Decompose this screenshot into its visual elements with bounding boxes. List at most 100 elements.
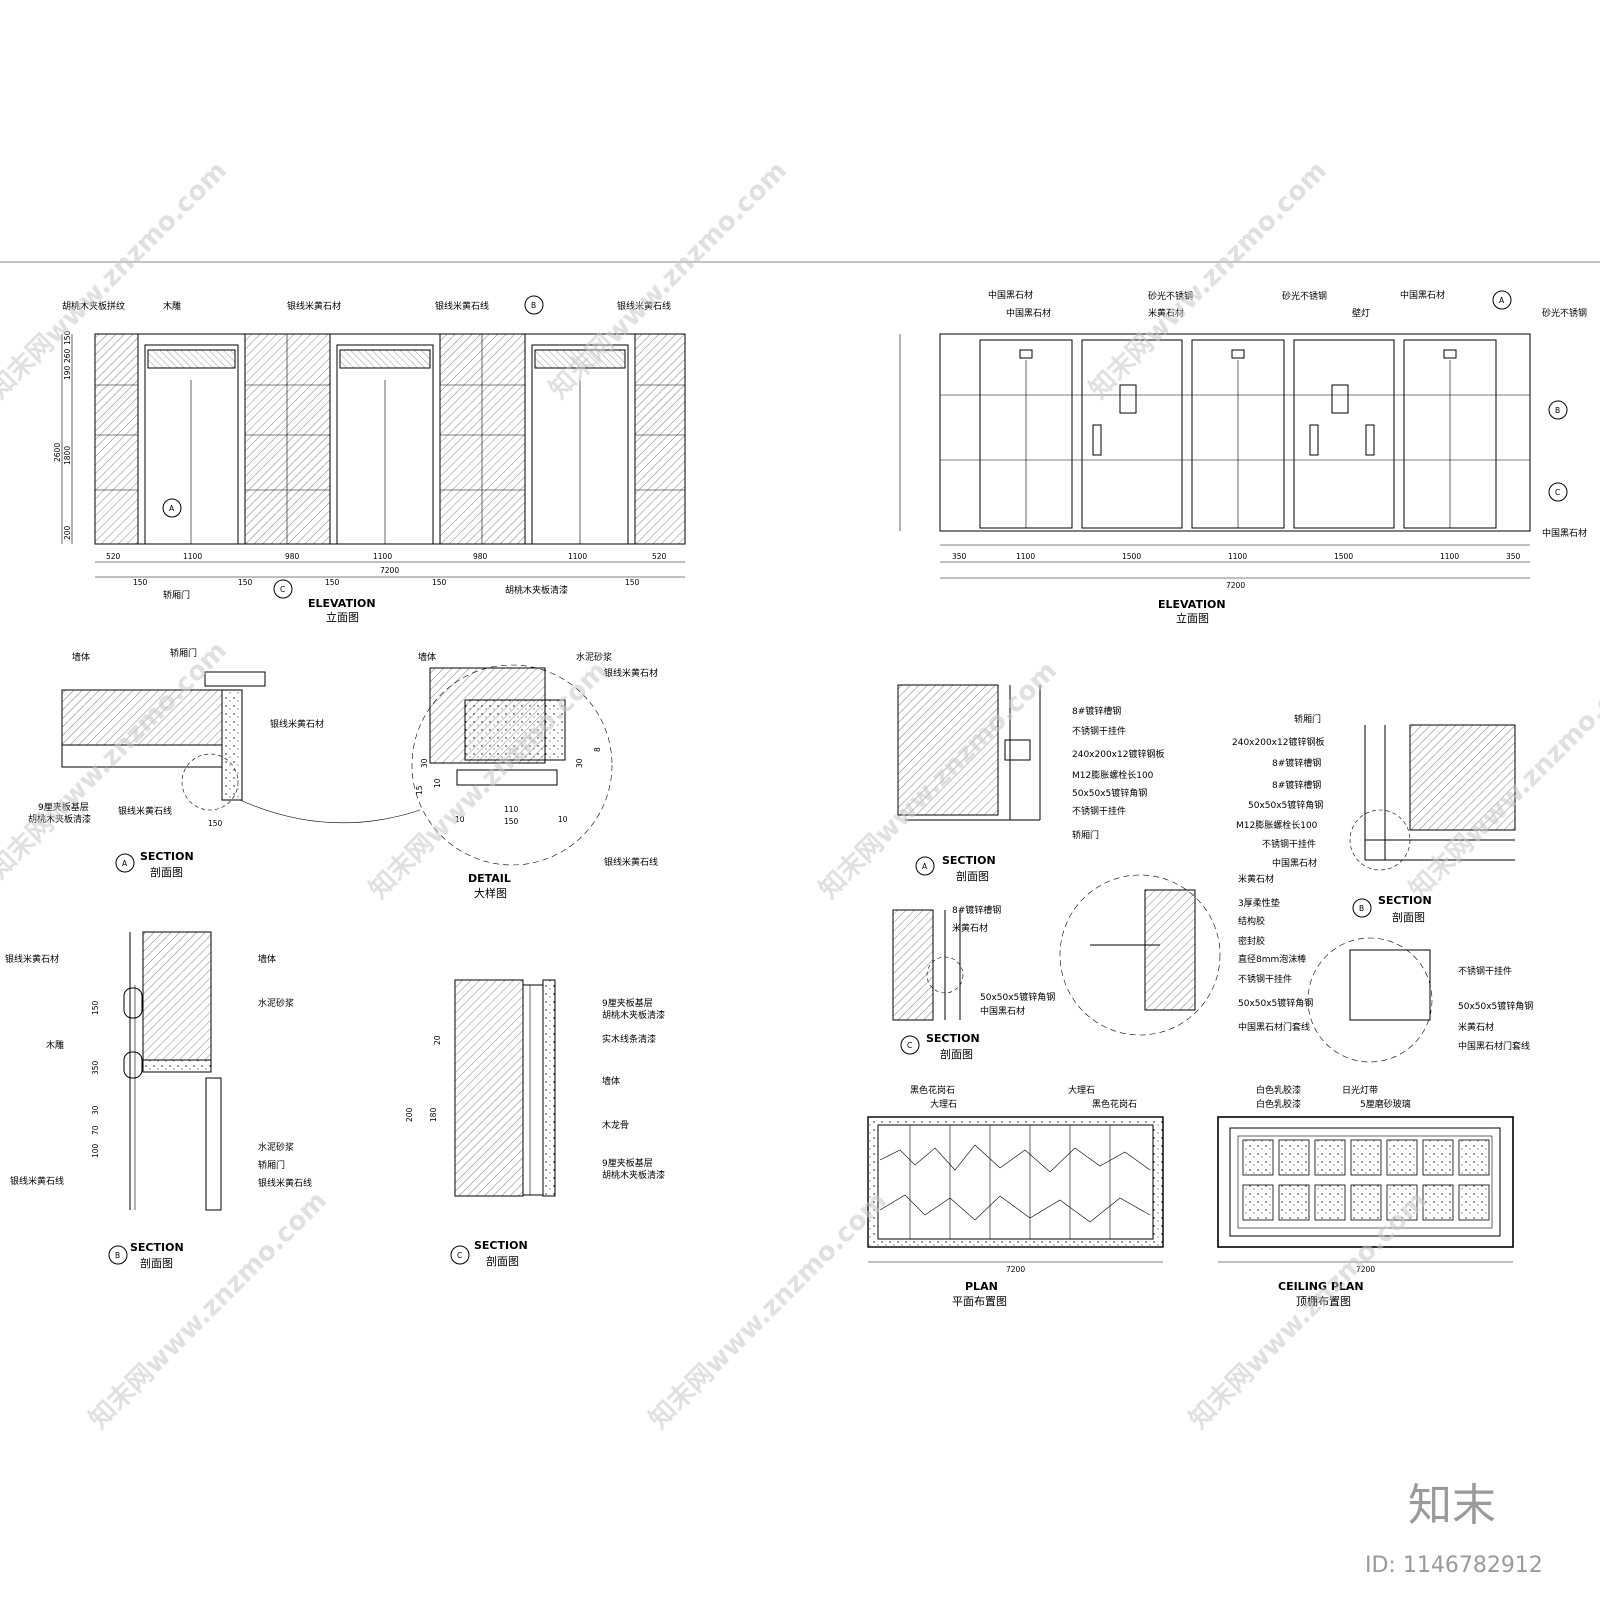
le-side-0: 150 xyxy=(63,330,72,345)
sa-label-4: 胡桃木夹板清漆 xyxy=(28,813,91,825)
plan-dim-total: 7200 xyxy=(1006,1265,1025,1274)
re-label-1: 中国黑石材 xyxy=(1006,307,1051,319)
le-150-3: 150 xyxy=(432,578,447,587)
plan-label-3: 黑色花岗石 xyxy=(1092,1098,1137,1110)
section-c-right xyxy=(892,874,1221,1055)
sc-label-1: 胡桃木夹板清漆 xyxy=(602,1009,665,1021)
le-dim-6: 520 xyxy=(652,552,667,561)
sar-label-4: 50x50x5镀锌角钢 xyxy=(1072,787,1147,799)
sbr-title-cn: 剖面图 xyxy=(1392,910,1425,924)
sb-dim-1: 350 xyxy=(91,1060,100,1075)
sa-label-0: 墙体 xyxy=(72,651,90,663)
le-bottom-0: 轿厢门 xyxy=(163,589,190,601)
le-dim-1: 1100 xyxy=(183,552,202,561)
le-label-4: 银线米黄石线 xyxy=(617,300,671,312)
plan-title-cn: 平面布置图 xyxy=(952,1295,1007,1308)
sc-label-2: 实木线条清漆 xyxy=(602,1033,656,1045)
le-dim-2: 980 xyxy=(285,552,300,561)
plan-label-2: 大理石 xyxy=(1068,1084,1095,1096)
sbr-label-4: 50x50x5镀锌角钢 xyxy=(1248,799,1323,811)
sa-label-3: 9厘夹板基层 xyxy=(38,801,89,813)
watermark-text-8: 知末网www.znzmo.com xyxy=(644,1186,893,1435)
scr-title-en: SECTION xyxy=(926,1032,980,1045)
re-dim-3: 1100 xyxy=(1228,552,1247,561)
sc-dim-1: 200 xyxy=(405,1107,414,1122)
sa-label-1: 轿厢门 xyxy=(170,647,197,659)
le-label-2: 银线米黄石材 xyxy=(287,300,341,312)
re-dim-4: 1500 xyxy=(1334,552,1353,561)
re-dim-1: 1100 xyxy=(1016,552,1035,561)
le-label-1: 木雕 xyxy=(163,300,181,312)
section-c-left xyxy=(450,979,556,1265)
detail-circle xyxy=(239,664,613,866)
sar-label-0: 8#镀锌槽钢 xyxy=(1072,705,1121,717)
dt-dim-0: 30 xyxy=(420,758,429,768)
le-bottom-1: 胡桃木夹板清漆 xyxy=(505,584,568,596)
sb-right-4: 银线米黄石线 xyxy=(258,1177,312,1189)
sar-label-5: 不锈钢干挂件 xyxy=(1072,805,1126,817)
scr-marker: C xyxy=(907,1041,912,1050)
sbr-d2-2: 米黄石材 xyxy=(1458,1021,1494,1033)
scr-title-cn: 剖面图 xyxy=(940,1047,973,1061)
dt-dim-1: 10 xyxy=(433,778,442,788)
dt-dim-6: 10 xyxy=(558,815,568,824)
sc-label-3: 墙体 xyxy=(602,1075,620,1087)
sar-label-6: 轿厢门 xyxy=(1072,829,1099,841)
sa-title-en: SECTION xyxy=(140,850,194,863)
sa-marker: A xyxy=(122,859,128,868)
dt-title-en: DETAIL xyxy=(468,872,511,885)
re-marker-a: A xyxy=(1499,296,1505,305)
scr-d-7: 中国黑石材门套线 xyxy=(1238,1021,1310,1033)
le-label-3: 银线米黄石线 xyxy=(435,300,489,312)
re-label-6: 中国黑石材 xyxy=(1400,289,1445,301)
dt-dim-4: 10 xyxy=(455,815,465,824)
dt-label-3: 银线米黄石线 xyxy=(604,856,658,868)
scr-d-0: 米黄石材 xyxy=(1238,873,1274,885)
znzmo-logo: 知末 xyxy=(1408,1480,1496,1531)
le-title-cn: 立面图 xyxy=(326,610,359,624)
sc-label-5: 9厘夹板基层 xyxy=(602,1157,653,1169)
scr-label-2: 50x50x5镀锌角钢 xyxy=(980,991,1055,1003)
sar-title-en: SECTION xyxy=(942,854,996,867)
re-dim-5: 1100 xyxy=(1440,552,1459,561)
section-a-right xyxy=(897,684,1041,876)
le-marker-a: A xyxy=(169,504,175,513)
sar-title-cn: 剖面图 xyxy=(956,869,989,883)
cp-label-0: 白色乳胶漆 xyxy=(1256,1084,1301,1096)
scr-d-3: 密封胶 xyxy=(1238,935,1265,947)
re-marker-b: B xyxy=(1555,406,1560,415)
sb-dim-4: 100 xyxy=(91,1143,100,1158)
le-side-2: 190 xyxy=(63,365,72,380)
cp-title-en: CEILING PLAN xyxy=(1278,1280,1364,1293)
le-side-5: 2600 xyxy=(53,443,62,462)
sb-marker: B xyxy=(115,1251,120,1260)
le-150-2: 150 xyxy=(325,578,340,587)
re-dim-2: 1500 xyxy=(1122,552,1141,561)
sa-label-2: 银线米黄石材 xyxy=(270,718,324,730)
le-marker-b: B xyxy=(531,301,536,310)
scr-label-1: 米黄石材 xyxy=(952,922,988,934)
dt-label-0: 墙体 xyxy=(418,651,436,663)
le-side-4: 200 xyxy=(63,525,72,540)
dt-title-cn: 大样图 xyxy=(474,886,507,900)
sc-marker: C xyxy=(457,1251,462,1260)
sa-dim: 150 xyxy=(208,819,223,828)
le-marker-c: C xyxy=(280,585,285,594)
sbr-d2-1: 50x50x5镀锌角钢 xyxy=(1458,1000,1533,1012)
scr-label-3: 中国黑石材 xyxy=(980,1005,1025,1017)
sb-right-2: 水泥砂浆 xyxy=(258,1141,294,1153)
sbr-label-5: M12膨胀螺栓长100 xyxy=(1236,819,1318,831)
section-b-left xyxy=(108,931,222,1265)
re-title-cn: 立面图 xyxy=(1176,611,1209,625)
sbr-label-3: 8#镀锌槽钢 xyxy=(1272,779,1321,791)
right-elevation xyxy=(899,290,1568,579)
scr-d-1: 3厚柔性垫 xyxy=(1238,897,1280,909)
scr-d-4: 直径8mm泡沫棒 xyxy=(1238,953,1306,965)
watermark-text-2: 知末网www.znzmo.com xyxy=(1084,156,1333,405)
le-150-0: 150 xyxy=(133,578,148,587)
cp-label-2: 日光灯带 xyxy=(1342,1084,1378,1096)
re-dim-6: 350 xyxy=(1506,552,1521,561)
dt-label-2: 银线米黄石材 xyxy=(604,667,658,679)
scr-d-5: 不锈钢干挂件 xyxy=(1238,973,1292,985)
